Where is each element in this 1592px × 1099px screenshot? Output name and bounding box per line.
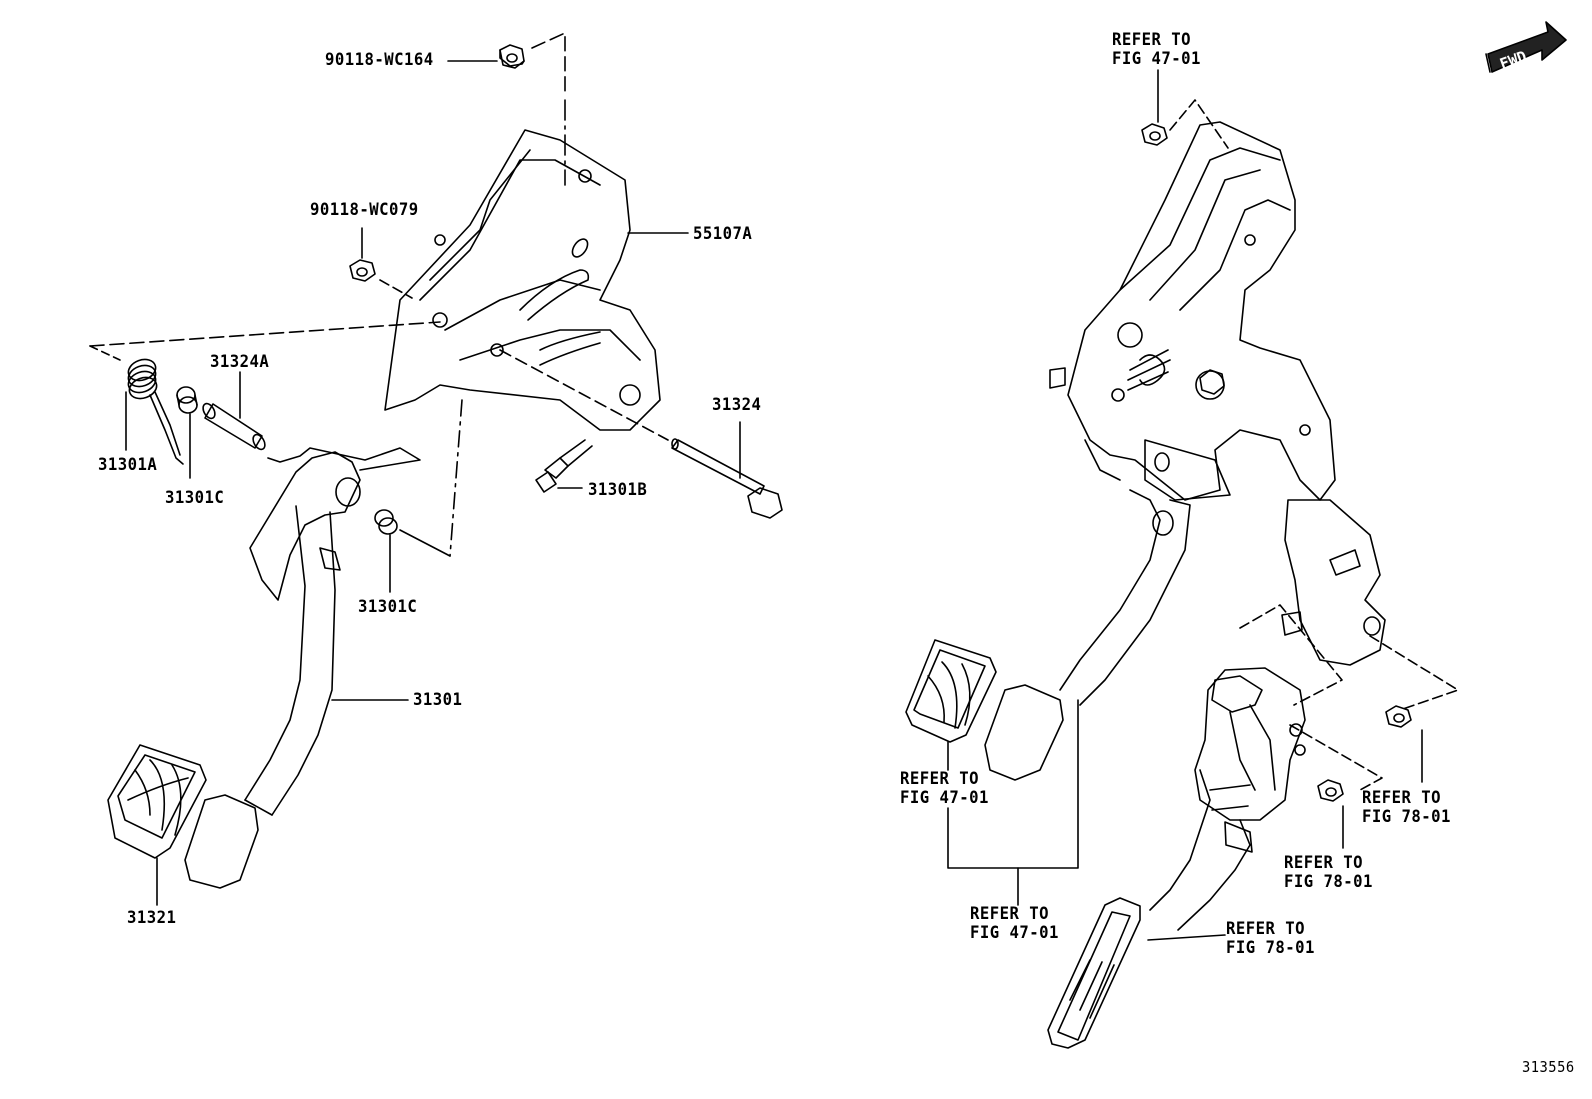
refer-top-line2[interactable]: FIG 47-01 xyxy=(1112,49,1201,69)
dashline-vertical xyxy=(449,399,463,557)
refer-brake-pad-line2[interactable]: FIG 47-01 xyxy=(900,788,989,808)
stopper-31301b[interactable] xyxy=(535,439,593,493)
leader-brake-pedal xyxy=(947,699,1079,869)
label-55107a[interactable]: 55107A xyxy=(693,224,753,244)
refer-nut-mid-line1[interactable]: REFER TO xyxy=(1284,853,1364,873)
dashline-pivot xyxy=(89,321,441,347)
refer-brake-pedal-line2[interactable]: FIG 47-01 xyxy=(970,923,1059,943)
label-31301b[interactable]: 31301B xyxy=(588,480,648,500)
nut-mid[interactable] xyxy=(1317,779,1344,802)
pad-31321[interactable] xyxy=(107,744,207,859)
refer-accel-line1[interactable]: REFER TO xyxy=(1226,919,1306,939)
dashline-wc079 xyxy=(379,279,413,299)
refer-brake-pedal-line1[interactable]: REFER TO xyxy=(970,904,1050,924)
leader-accel xyxy=(1147,934,1226,941)
label-90118-wc164[interactable]: 90118-WC164 xyxy=(325,50,434,70)
mount-plate[interactable] xyxy=(1281,499,1386,666)
accelerator-pedal[interactable] xyxy=(1047,667,1306,1049)
dashline-nut-mid xyxy=(1289,724,1383,791)
pedal-31301[interactable] xyxy=(184,447,421,889)
refer-nut-right-line1[interactable]: REFER TO xyxy=(1362,788,1442,808)
refer-brake-pad-line1[interactable]: REFER TO xyxy=(900,769,980,789)
dashline-mount-2 xyxy=(1369,635,1459,711)
brake-pedal-bracket[interactable] xyxy=(1049,121,1336,501)
label-31301a[interactable]: 31301A xyxy=(98,455,158,475)
nut-right[interactable] xyxy=(1385,705,1412,728)
brake-pedal-arm[interactable] xyxy=(984,489,1191,781)
figure-number: 313556 xyxy=(1522,1058,1575,1076)
label-31321[interactable]: 31321 xyxy=(127,908,177,928)
brake-pad-refer[interactable] xyxy=(905,639,997,743)
bushing-31301c-right[interactable] xyxy=(374,509,398,535)
dashline-top-right xyxy=(1169,99,1229,149)
spring-31301a[interactable] xyxy=(125,356,184,465)
label-90118-wc079[interactable]: 90118-WC079 xyxy=(310,200,419,220)
refer-top-line1[interactable]: REFER TO xyxy=(1112,30,1192,50)
bracket-55107a[interactable] xyxy=(384,129,661,431)
label-31301[interactable]: 31301 xyxy=(413,690,463,710)
collar-31324a[interactable] xyxy=(201,402,268,452)
label-31324a[interactable]: 31324A xyxy=(210,352,270,372)
nut-90118-wc079[interactable] xyxy=(349,259,376,282)
bushing-31301c-left[interactable] xyxy=(176,386,198,414)
label-31301c-left[interactable]: 31301C xyxy=(165,488,225,508)
refer-accel-line2[interactable]: FIG 78-01 xyxy=(1226,938,1315,958)
nut-90118-wc164[interactable] xyxy=(499,44,525,69)
fwd-arrow-icon: FWD xyxy=(1485,21,1567,73)
label-31324[interactable]: 31324 xyxy=(712,395,762,415)
dashline-pivot-2 xyxy=(499,349,669,441)
leader-bushing-link xyxy=(399,529,451,557)
refer-nut-mid-line2[interactable]: FIG 78-01 xyxy=(1284,872,1373,892)
bolt-31324[interactable] xyxy=(671,438,783,519)
dashline-top xyxy=(531,32,566,96)
refer-nut-right-line2[interactable]: FIG 78-01 xyxy=(1362,807,1451,827)
label-31301c-right[interactable]: 31301C xyxy=(358,597,418,617)
nut-top-right[interactable] xyxy=(1141,123,1168,146)
dashline-mount xyxy=(1239,604,1343,706)
dashline-bushing xyxy=(89,345,121,361)
